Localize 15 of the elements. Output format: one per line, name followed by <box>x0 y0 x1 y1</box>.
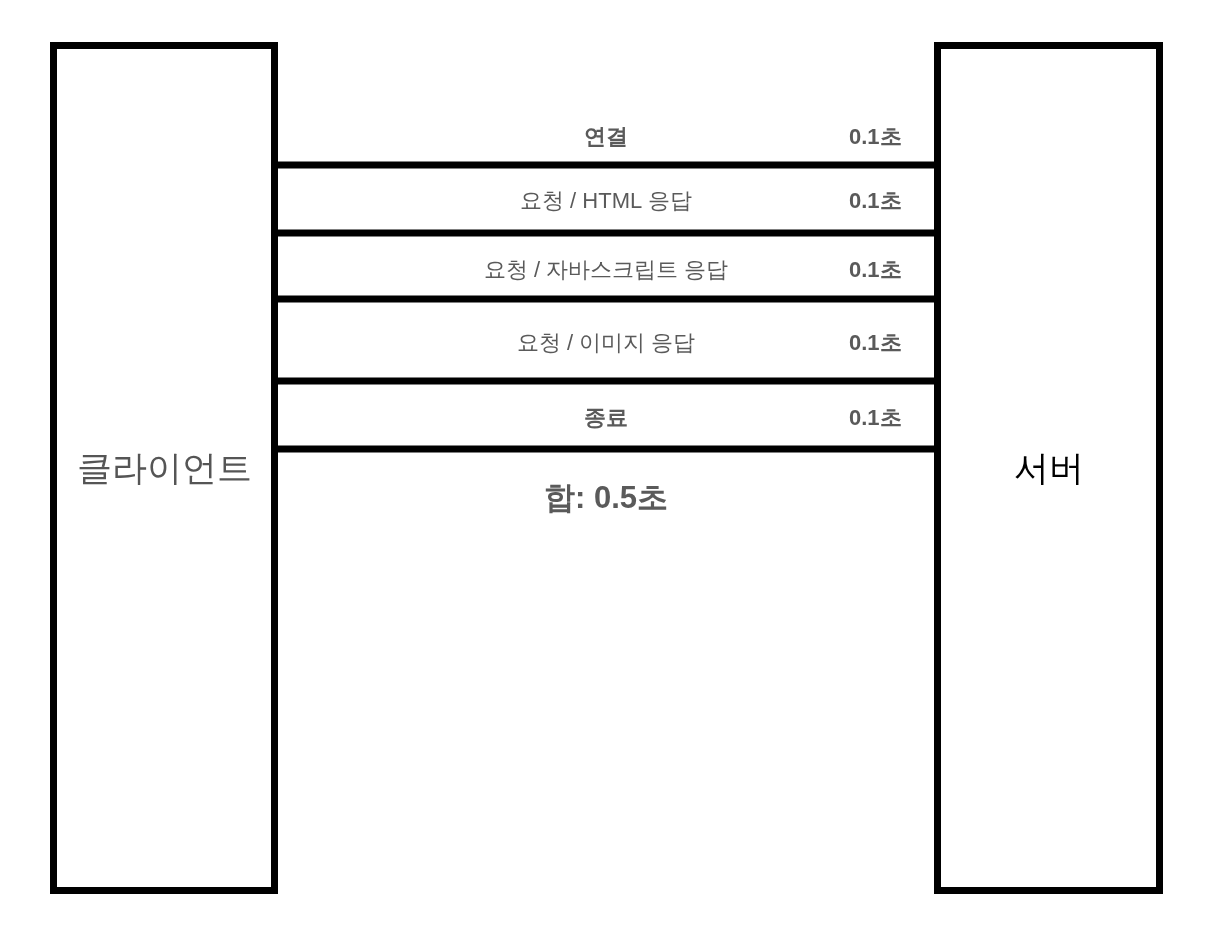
edge-label: 연결 <box>584 124 628 150</box>
duration-label: 0.1초 <box>849 257 902 283</box>
edge-label: 종료 <box>584 405 628 431</box>
duration-label: 0.1초 <box>849 188 902 214</box>
edge-label: 요청 / 자바스크립트 응답 <box>484 257 729 283</box>
participant-box <box>50 42 278 894</box>
participant-box <box>934 42 1163 894</box>
duration-label: 0.1초 <box>849 124 902 150</box>
edge-label: 요청 / 이미지 응답 <box>517 330 696 356</box>
participant-label: 클라이언트 <box>76 446 252 489</box>
edge-label: 요청 / HTML 응답 <box>520 188 692 214</box>
participant-label: 서버 <box>1013 446 1084 489</box>
duration-label: 0.1초 <box>849 405 902 431</box>
duration-label: 0.1초 <box>849 330 902 356</box>
total-label: 합: 0.5초 <box>544 479 669 515</box>
